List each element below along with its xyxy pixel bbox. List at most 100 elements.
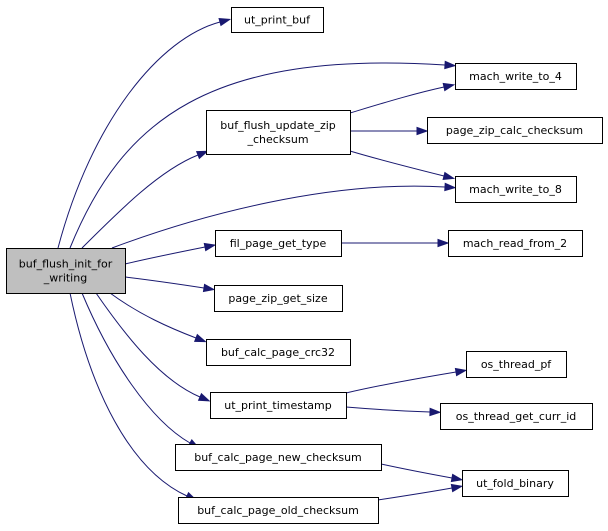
arrow-head-icon [218,17,232,27]
node-label: mach_write_to_4 [469,70,562,83]
node-label: buf_calc_page_crc32 [221,346,335,359]
arrow-head-icon [193,333,207,343]
node-label: ut_print_timestamp [224,399,331,412]
node-label: _checksum [246,133,308,146]
edge-line [124,276,205,289]
arrow-head-icon [444,182,457,192]
edge-root-to-page_zip_get_size [124,276,216,293]
edge-root-to-mach_write_to_4 [69,60,457,249]
node-ut_fold_binary[interactable]: ut_fold_binary [462,470,569,497]
call-graph-nodes: buf_flush_init_for_writing ut_print_bufma… [6,7,603,524]
arrow-head-icon [437,238,450,248]
arrow-head-icon [416,126,429,136]
node-label: page_zip_get_size [228,292,327,305]
edge-line [349,86,445,114]
node-label: _writing [43,272,87,285]
node-mach_write_to_8[interactable]: mach_write_to_8 [455,176,577,203]
node-box [455,176,577,203]
arrow-head-icon [450,473,464,483]
node-os_thread_get_curr_id[interactable]: os_thread_get_curr_id [440,403,593,430]
node-ut_print_buf[interactable]: ut_print_buf [231,7,324,33]
edge-line [380,463,453,479]
node-label: mach_read_from_2 [463,237,567,250]
node-box [206,339,351,366]
edge-line [81,154,199,249]
edge-line [124,246,206,265]
edge-line [109,292,197,339]
edge-buf_flush_update_zip_checksum-to-mach_write_to_8 [349,150,456,181]
arrow-head-icon [450,483,464,493]
edge-buf_calc_page_new_checksum-to-ut_fold_binary [380,463,464,483]
node-box [440,403,593,430]
edge-line [69,62,446,249]
edge-root-to-fil_page_get_type [124,242,217,265]
node-box [466,351,567,378]
node-label: buf_calc_page_new_checksum [194,451,362,464]
node-label: os_thread_get_curr_id [456,410,577,423]
node-box [210,392,347,419]
arrow-head-icon [429,407,442,417]
node-mach_write_to_4[interactable]: mach_write_to_4 [455,63,577,90]
edge-root-to-buf_flush_update_zip_checksum [81,150,209,249]
node-label: buf_flush_init_for [19,258,113,271]
call-graph-edges [57,17,468,501]
node-os_thread_pf[interactable]: os_thread_pf [466,351,567,378]
node-fil_page_get_type[interactable]: fil_page_get_type [215,230,342,257]
edge-root-to-ut_print_buf [57,17,232,249]
node-label: page_zip_calc_checksum [446,124,583,137]
arrow-head-icon [442,171,456,181]
edge-buf_calc_page_old_checksum-to-ut_fold_binary [377,483,464,501]
edge-line [69,292,188,497]
node-box [178,497,379,524]
node-label: buf_calc_page_old_checksum [197,504,359,517]
node-label: mach_write_to_8 [469,183,562,196]
arrow-head-icon [444,60,457,70]
arrow-head-icon [203,242,217,252]
edge-root-to-ut_print_timestamp [95,292,211,402]
edge-root-to-buf_calc_page_new_checksum [81,292,200,449]
node-buf_calc_page_old_checksum[interactable]: buf_calc_page_old_checksum [178,497,379,524]
edge-line [57,21,221,249]
edge-line [345,371,457,394]
node-page_zip_get_size[interactable]: page_zip_get_size [214,285,343,312]
node-box [206,110,351,155]
node-box [448,230,583,257]
edge-line [81,292,191,444]
node-buf_flush_update_zip_checksum[interactable]: buf_flush_update_zip_checksum [206,110,351,155]
node-buf_calc_page_new_checksum[interactable]: buf_calc_page_new_checksum [175,444,382,471]
edge-line [111,185,446,249]
node-root[interactable]: buf_flush_init_for_writing [6,248,126,294]
edge-buf_flush_update_zip_checksum-to-mach_write_to_4 [349,82,456,114]
node-box [175,444,382,471]
node-label: buf_flush_update_zip [220,119,336,132]
arrow-head-icon [197,392,211,402]
root-node-box [6,248,126,294]
edge-ut_print_timestamp-to-os_thread_get_curr_id [345,406,442,417]
node-buf_calc_page_crc32[interactable]: buf_calc_page_crc32 [206,339,351,366]
node-ut_print_timestamp[interactable]: ut_print_timestamp [210,392,347,419]
arrow-head-icon [202,283,216,293]
node-mach_read_from_2[interactable]: mach_read_from_2 [448,230,583,257]
node-box [215,230,342,257]
node-label: os_thread_pf [481,358,552,371]
edge-line [345,406,431,413]
edge-line [377,487,453,501]
node-box [427,117,603,144]
node-box [455,63,577,90]
edge-root-to-mach_write_to_8 [111,182,457,249]
arrow-head-icon [195,150,209,160]
arrow-head-icon [442,82,456,92]
edge-line [349,150,445,177]
node-box [214,285,343,312]
edge-fil_page_get_type-to-mach_read_from_2 [341,238,450,248]
edge-buf_flush_update_zip_checksum-to-page_zip_calc_checksum [350,126,429,136]
node-page_zip_calc_checksum[interactable]: page_zip_calc_checksum [427,117,603,144]
arrow-head-icon [454,367,468,377]
edge-line [95,292,201,398]
edge-ut_print_timestamp-to-os_thread_pf [345,367,468,394]
node-label: ut_print_buf [244,14,311,27]
node-box [231,7,324,33]
node-label: ut_fold_binary [476,477,554,490]
edge-root-to-buf_calc_page_crc32 [109,292,207,343]
